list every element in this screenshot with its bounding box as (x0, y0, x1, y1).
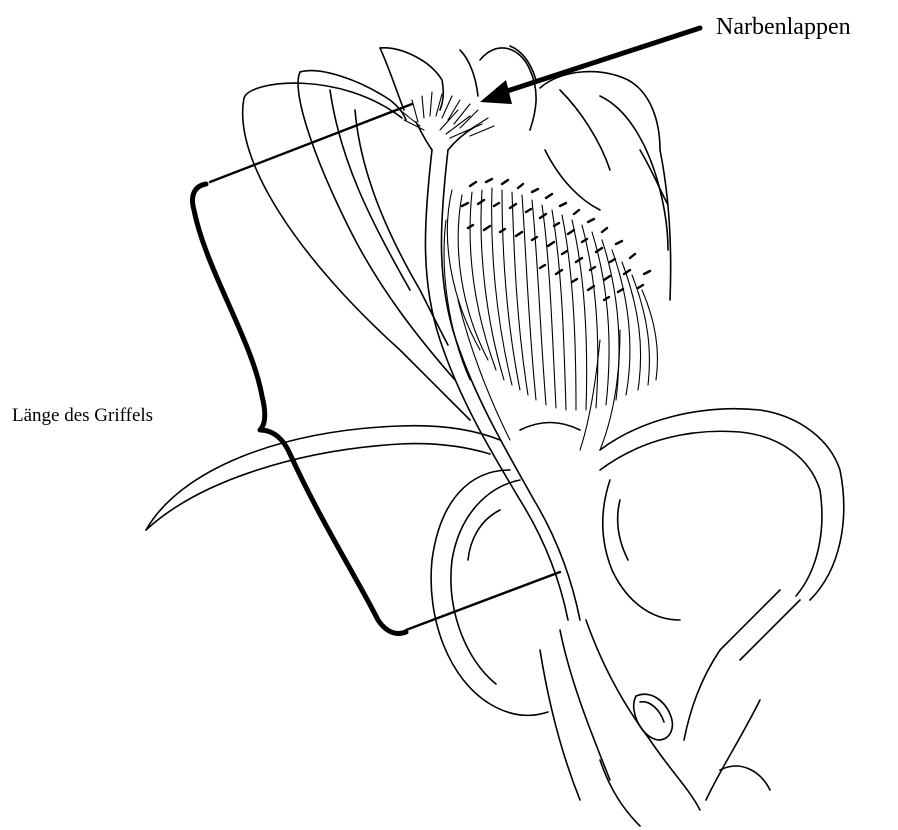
style (416, 122, 580, 620)
stamens (444, 179, 657, 450)
outer-petals (243, 46, 671, 420)
stigma-lobes-label: Narbenlappen (716, 14, 851, 41)
stigma-lobes (400, 92, 494, 138)
arrow-head (480, 80, 512, 104)
stigma-arrow (480, 28, 700, 104)
lower-petals (431, 409, 844, 826)
style-length-label: Länge des Griffels (12, 405, 153, 427)
